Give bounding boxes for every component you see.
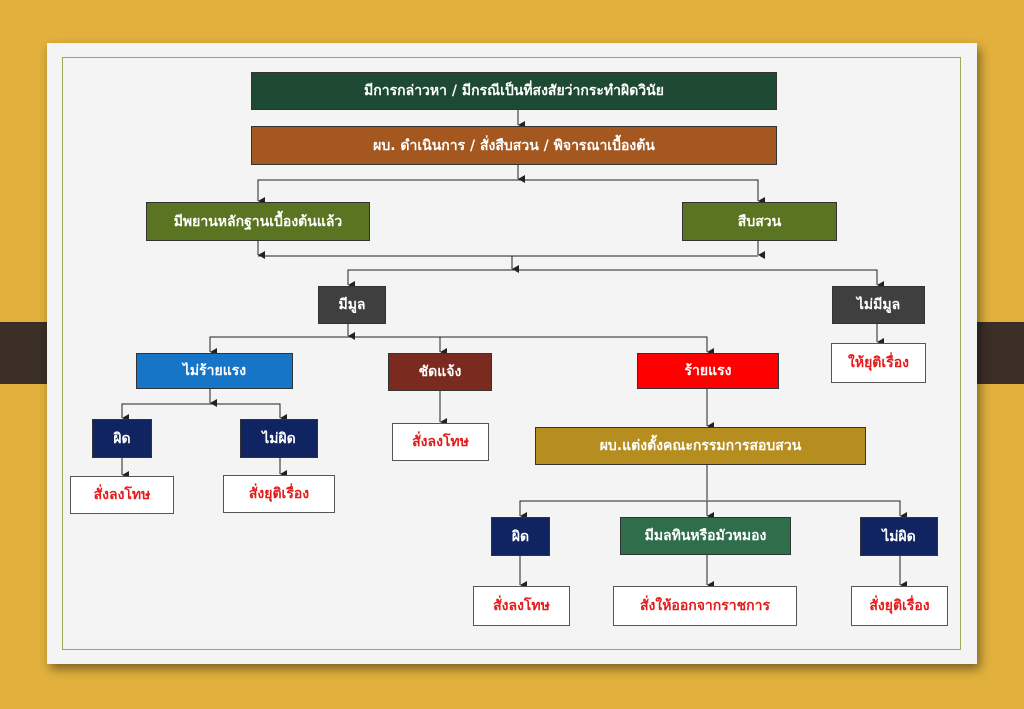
node-dismiss: สั่งให้ออกจากราชการ <box>613 586 797 626</box>
node-not-guilty-2: ไม่ผิด <box>860 517 938 556</box>
split-merit <box>347 269 878 285</box>
node-severe: ร้ายแรง <box>637 353 779 389</box>
node-stop-case-1: ให้ยุติเรื่อง <box>831 343 926 383</box>
node-punish-3: สั่งลงโทษ <box>473 586 570 626</box>
node-has-merit: มีมูล <box>318 286 386 324</box>
node-guilty-2: ผิด <box>491 517 550 556</box>
node-no-merit: ไม่มีมูล <box>832 286 925 324</box>
node-allegation: มีการกล่าวหา / มีกรณีเป็นที่สงสัยว่ากระท… <box>251 72 777 110</box>
node-guilty-1: ผิด <box>92 419 152 458</box>
node-committee: ผบ.แต่งตั้งคณะกรรมการสอบสวน <box>535 427 866 465</box>
split-committee <box>519 500 901 516</box>
node-stop-case-3: สั่งยุติเรื่อง <box>851 586 948 626</box>
node-clear: ชัดแจ้ง <box>388 353 492 391</box>
split-severity <box>209 336 708 352</box>
node-punish-2: สั่งลงโทษ <box>392 423 489 461</box>
node-preliminary-evidence: มีพยานหลักฐานเบื้องต้นแล้ว <box>146 202 370 241</box>
node-tainted: มีมลทินหรือมัวหมอง <box>620 517 791 555</box>
split-step2 <box>257 179 759 200</box>
split-not-severe <box>121 403 281 418</box>
node-investigate: สืบสวน <box>682 202 837 241</box>
node-commander-action: ผบ. ดำเนินการ / สั่งสืบสวน / พิจารณาเบื้… <box>251 126 777 165</box>
node-not-guilty-1: ไม่ผิด <box>240 419 318 458</box>
inner-frame <box>62 57 961 650</box>
node-not-severe: ไม่ร้ายแรง <box>136 353 293 389</box>
node-stop-case-2: สั่งยุติเรื่อง <box>223 475 335 513</box>
node-punish-1: สั่งลงโทษ <box>70 476 174 514</box>
